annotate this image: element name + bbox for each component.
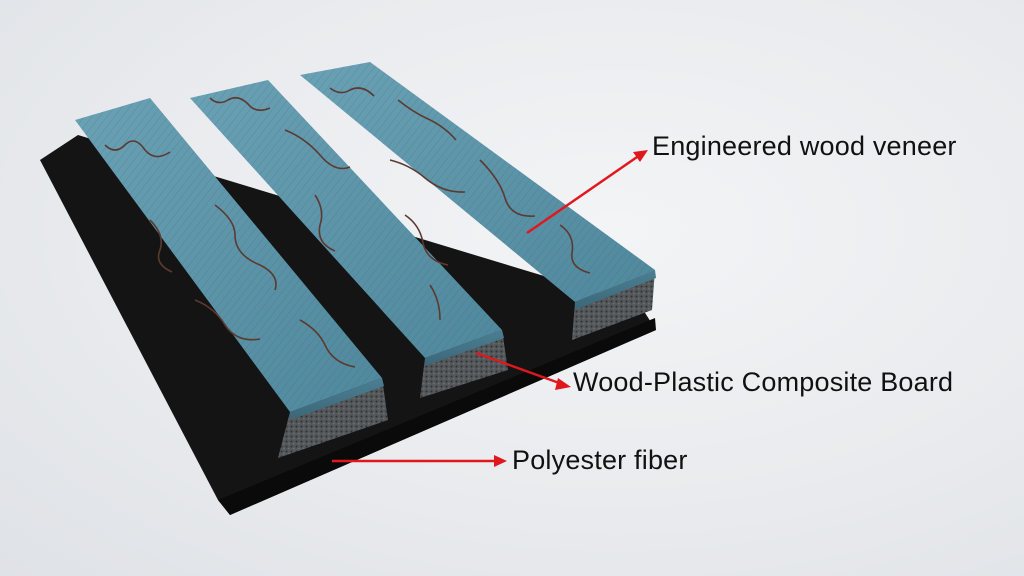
arrow-veneer (526, 150, 648, 234)
grain-vein (299, 319, 356, 368)
arrow-wpc (475, 351, 571, 390)
slat-middle (190, 80, 508, 398)
grain-vein (429, 284, 441, 321)
slat-right (300, 62, 656, 340)
grain-vein (284, 129, 351, 170)
grain-vein (329, 87, 375, 97)
grain-vein (314, 194, 336, 252)
grain-vein (559, 224, 591, 274)
slat-middle-side (420, 330, 508, 398)
grain-vein (389, 159, 466, 193)
grain-vein (214, 204, 277, 291)
grain-vein (194, 299, 261, 341)
grain-vein (404, 214, 449, 266)
grain-vein (479, 159, 536, 217)
felt-edge (218, 318, 656, 515)
slat-left-side (278, 378, 388, 458)
grain-vein (397, 99, 457, 141)
slat-right-side (572, 270, 655, 340)
grain-vein (104, 140, 171, 158)
grain-vein (209, 96, 271, 112)
slat-left (75, 98, 388, 458)
label-polyester-fiber: Polyester fiber (512, 445, 688, 475)
label-engineered-wood-veneer: Engineered wood veneer (652, 131, 957, 161)
arrow-fiber (332, 455, 507, 467)
label-wood-plastic-composite-board: Wood-Plastic Composite Board (573, 367, 954, 397)
grain-vein (149, 219, 173, 273)
